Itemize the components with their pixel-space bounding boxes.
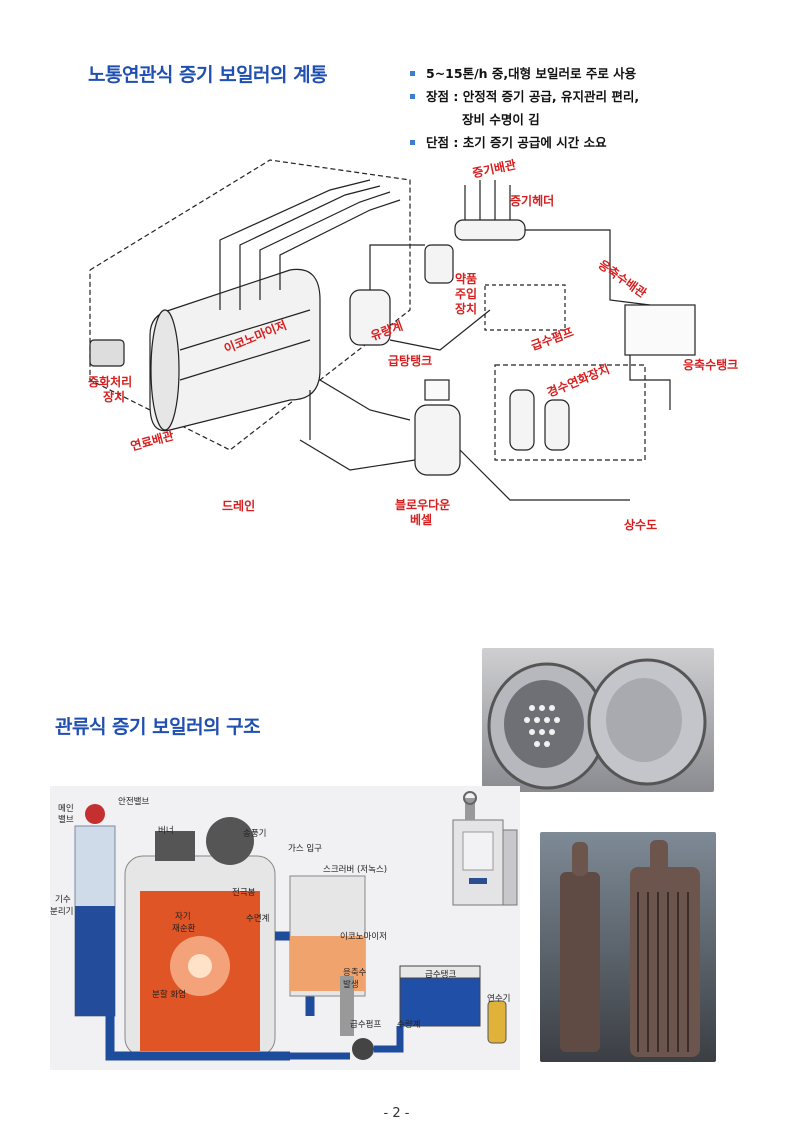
label-scrubber: 스크러버 (저녹스) [323,865,388,875]
label-separator-2: 분리기 [50,907,74,917]
label-separator-1: 기수 [55,895,71,905]
label-steam-header: 증기헤더 [510,194,555,208]
label-blower: 송풍기 [243,829,267,839]
label-safety-valve: 안전밸브 [118,797,150,807]
label-condensate-tank: 응축수탱크 [683,358,739,372]
label-softener-2: 연수기 [487,994,511,1004]
boiler-cutaway-illustration [50,786,520,1070]
label-feed-pump-2: 급수펌프 [350,1020,382,1030]
label-neutral-2: 장치 [103,390,126,404]
label-burner: 버너 [158,826,174,836]
bullet-item: 단점 : 초기 증기 공급에 시간 소요 [410,131,710,154]
coil-boiler-photo [540,832,716,1062]
label-water-gauge: 수면계 [246,914,270,924]
label-main-valve-1: 메인 [58,804,74,814]
label-blowdown-1: 블로우다운 [395,498,451,512]
label-flow-meter-2: 수량계 [397,1020,421,1030]
tube-bundle-photo [482,648,714,792]
bullet-continuation: 장비 수명이 김 [462,112,540,127]
label-self-recirc-1: 자기 [175,912,191,922]
coil-boiler-image [560,840,700,1057]
boiler-system-diagram [89,159,696,501]
label-self-recirc-2: 재순환 [172,924,196,934]
feature-list: 5~15톤/h 중,대형 보일러로 주로 사용 장점 : 안정적 증기 공급, … [410,62,710,154]
label-economizer-2: 이코노마이저 [340,932,387,942]
label-feed-tank-2: 급수탱크 [425,970,457,980]
boiler-cutaway-drawing [74,804,507,1061]
label-condensate-2: 발생 [343,980,359,990]
packaged-boiler-photo [445,790,525,910]
tube-bundle-image [487,658,707,790]
label-drain: 드레인 [222,499,256,513]
label-feed-tank: 급탕탱크 [388,354,433,368]
packaged-boiler-image [452,791,518,906]
label-chemical-2: 주입 [455,287,478,301]
label-chemical-3: 장치 [455,302,478,316]
label-condensate-1: 응축수 [343,968,367,978]
bullet-square-icon [410,94,415,99]
label-blowdown-2: 베셀 [410,513,433,527]
label-city-water: 상수도 [624,518,658,532]
label-split-flame: 분할 화염 [152,990,186,1000]
label-main-valve-2: 밸브 [58,815,74,825]
bullet-item: 장점 : 안정적 증기 공급, 유지관리 편리, [410,85,710,108]
label-chemical-1: 약품 [455,272,478,286]
section2-title: 관류식 증기 보일러의 구조 [55,716,261,738]
label-gas-inlet: 가스 입구 [288,844,322,854]
page-number: - 2 - [383,1106,410,1121]
label-neutral-1: 중화처리 [88,375,133,389]
bullet-square-icon [410,71,415,76]
label-electrode: 전극봉 [232,888,256,898]
bullet-item: 5~15톤/h 중,대형 보일러로 주로 사용 [410,62,710,85]
section1-title: 노통연관식 증기 보일러의 계통 [88,64,328,86]
bullet-square-icon [410,140,415,145]
